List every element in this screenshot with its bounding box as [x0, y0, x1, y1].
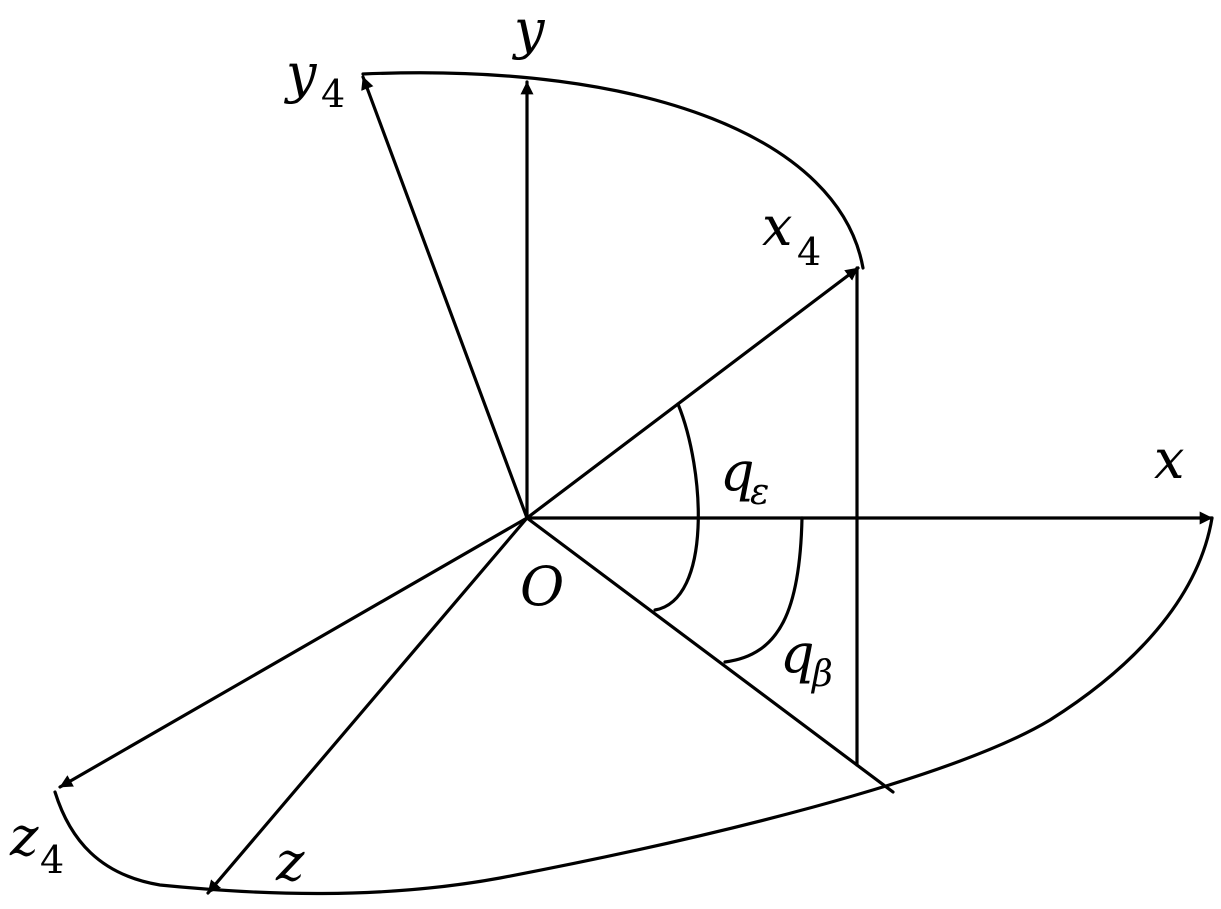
x4-axis	[525, 266, 860, 520]
origin-label: O	[520, 555, 564, 618]
q-epsilon-angle-arc	[653, 402, 700, 612]
z-label: z	[275, 830, 305, 893]
y-label: y	[512, 0, 546, 61]
z-axis	[206, 516, 529, 895]
y4-axis	[361, 75, 529, 520]
x4-projection-line	[525, 516, 895, 794]
y4-label: y	[284, 42, 318, 105]
x-label: x	[1154, 428, 1184, 491]
z4-subscript: 4	[40, 838, 64, 882]
z4-label: z	[9, 805, 39, 868]
q-beta-subscript: β	[810, 654, 833, 695]
q-beta-angle-arc	[723, 516, 804, 664]
x4-subscript: 4	[797, 230, 821, 274]
q-beta-label: q	[780, 622, 815, 685]
x4-label: x	[762, 195, 792, 258]
top-arc	[361, 71, 865, 270]
q-epsilon-label: q	[720, 440, 755, 503]
q-epsilon-subscript: ε	[750, 472, 769, 513]
y4-subscript: 4	[321, 72, 345, 116]
bottom-arc	[53, 516, 1214, 896]
z4-axis	[58, 516, 529, 789]
